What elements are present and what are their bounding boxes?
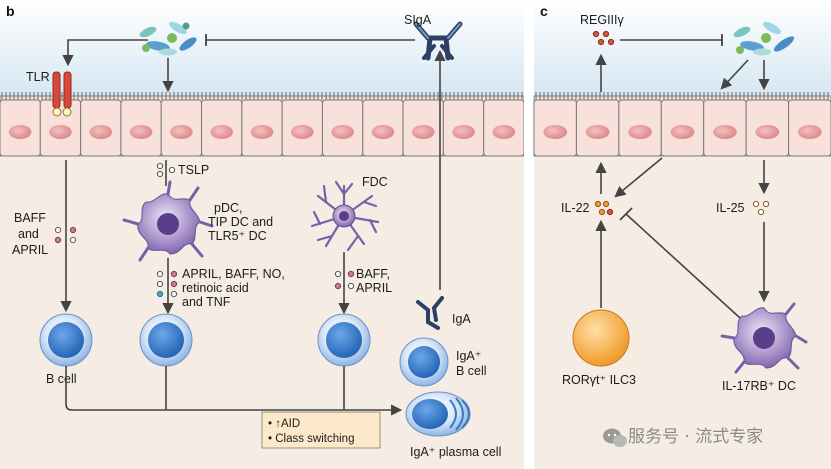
arrow-epithelium-il22 — [614, 157, 663, 198]
epithelial-nucleus — [170, 125, 193, 139]
watermark: 服务号 · 流式专家 — [603, 427, 763, 447]
wechat-icon — [603, 428, 627, 447]
factors-label-2: retinoic acid — [182, 281, 249, 295]
tslp-dots — [156, 162, 176, 178]
class-switching-label: • Class switching — [268, 433, 354, 445]
epithelial-nucleus — [371, 125, 395, 139]
inhibit-dc-il22 — [625, 213, 741, 319]
b-cell-right — [317, 313, 371, 367]
epithelial-nucleus — [492, 125, 516, 139]
iga-plasma-cell — [405, 391, 471, 437]
baff-label-left: BAFF — [14, 211, 46, 225]
lumen-b — [0, 0, 524, 96]
iga-b-cell — [399, 337, 449, 387]
epithelial-nucleus — [250, 125, 274, 139]
epithelial-nucleus — [210, 125, 233, 139]
b-cell-left — [39, 313, 93, 367]
cytokine-dots-left — [54, 226, 77, 244]
epithelial-nucleus — [755, 125, 780, 139]
tslp-label: TSLP — [178, 163, 209, 177]
ilc3-cell — [572, 309, 630, 367]
and-label-left: and — [18, 227, 39, 241]
b-cell-mid — [139, 313, 193, 367]
ilc3-label: RORγt⁺ ILC3 — [562, 373, 636, 387]
epithelial-nucleus — [411, 125, 435, 139]
regiii-dots — [592, 30, 615, 46]
panel-divider — [524, 0, 534, 469]
siga-label: SIgA — [404, 13, 432, 27]
lamina-propria-c — [534, 150, 831, 469]
b-cell-label: B cell — [46, 372, 77, 386]
epithelial-nucleus — [628, 125, 652, 139]
factor-dots-fdc — [334, 270, 355, 290]
pdc-label-1: pDC, — [214, 201, 242, 215]
fdc-factors-label-2: APRIL — [356, 281, 392, 295]
epithelial-nucleus — [129, 125, 153, 139]
epithelial-nucleus — [670, 125, 695, 139]
bacteria-icon-c — [733, 21, 795, 56]
fdc-cell-icon — [310, 180, 380, 252]
pdc-label-3: TLR5⁺ DC — [208, 229, 267, 243]
il17rb-dendritic-cell-icon — [720, 302, 808, 374]
regiii-label: REGIIIγ — [580, 13, 625, 27]
epithelial-nucleus — [331, 125, 354, 139]
il25-dots — [752, 200, 770, 216]
epithelial-nucleus — [713, 125, 737, 139]
bacteria-icon — [139, 21, 197, 56]
il25-label: IL-25 — [716, 201, 745, 215]
il22-label: IL-22 — [561, 201, 590, 215]
inhibit-bar-il22 — [619, 207, 633, 221]
epithelial-nucleus — [49, 125, 72, 139]
iga-b-cell-label-1: IgA⁺ — [456, 349, 481, 363]
pdc-label-2: TIP DC and — [208, 215, 273, 229]
iga-antibody-icon — [416, 296, 444, 330]
factors-label-1: APRIL, BAFF, NO, — [182, 267, 285, 281]
iga-label: IgA — [452, 312, 471, 326]
aid-box — [261, 411, 381, 449]
epithelial-nucleus — [585, 125, 610, 139]
watermark-text: 服务号 · 流式专家 — [628, 427, 763, 447]
factor-dots-mid — [156, 270, 178, 298]
lumen-c — [534, 0, 831, 96]
pdc-dendritic-cell-icon — [122, 180, 214, 262]
aid-label: • ↑AID — [268, 418, 300, 430]
arrow-bcells-plasma — [65, 366, 403, 416]
plasma-cell-label: IgA⁺ plasma cell — [410, 445, 501, 459]
panel-letter-b: b — [6, 3, 15, 19]
tlr-label: TLR — [26, 70, 50, 84]
arrow-bacteria-tlr — [62, 39, 148, 67]
siga-antibody-icon — [413, 21, 463, 61]
epithelium-c — [533, 92, 831, 157]
iga-b-cell-label-2: B cell — [456, 364, 487, 378]
epithelial-nucleus — [89, 125, 113, 139]
epithelial-nucleus — [543, 125, 568, 139]
fdc-label: FDC — [362, 175, 388, 189]
panel-letter-c: c — [540, 3, 548, 19]
april-label-left: APRIL — [12, 243, 48, 257]
tlr-receptor-icon — [52, 71, 72, 117]
epithelial-nucleus — [8, 125, 32, 139]
panel-c: c REGIIIγ IL-22 — [533, 0, 831, 469]
il22-dots — [594, 200, 614, 216]
il17rb-label: IL-17RB⁺ DC — [722, 379, 796, 393]
fdc-factors-label-1: BAFF, — [356, 267, 390, 281]
factors-label-3: and TNF — [182, 295, 231, 309]
epithelial-nucleus — [452, 125, 475, 139]
panel-b: b SIgA TLR — [0, 0, 525, 469]
arrow-bacteria-epithelium-c1 — [720, 59, 749, 90]
epithelial-nucleus — [291, 125, 314, 139]
epithelial-nucleus — [797, 125, 822, 139]
epithelium-b — [0, 92, 525, 157]
